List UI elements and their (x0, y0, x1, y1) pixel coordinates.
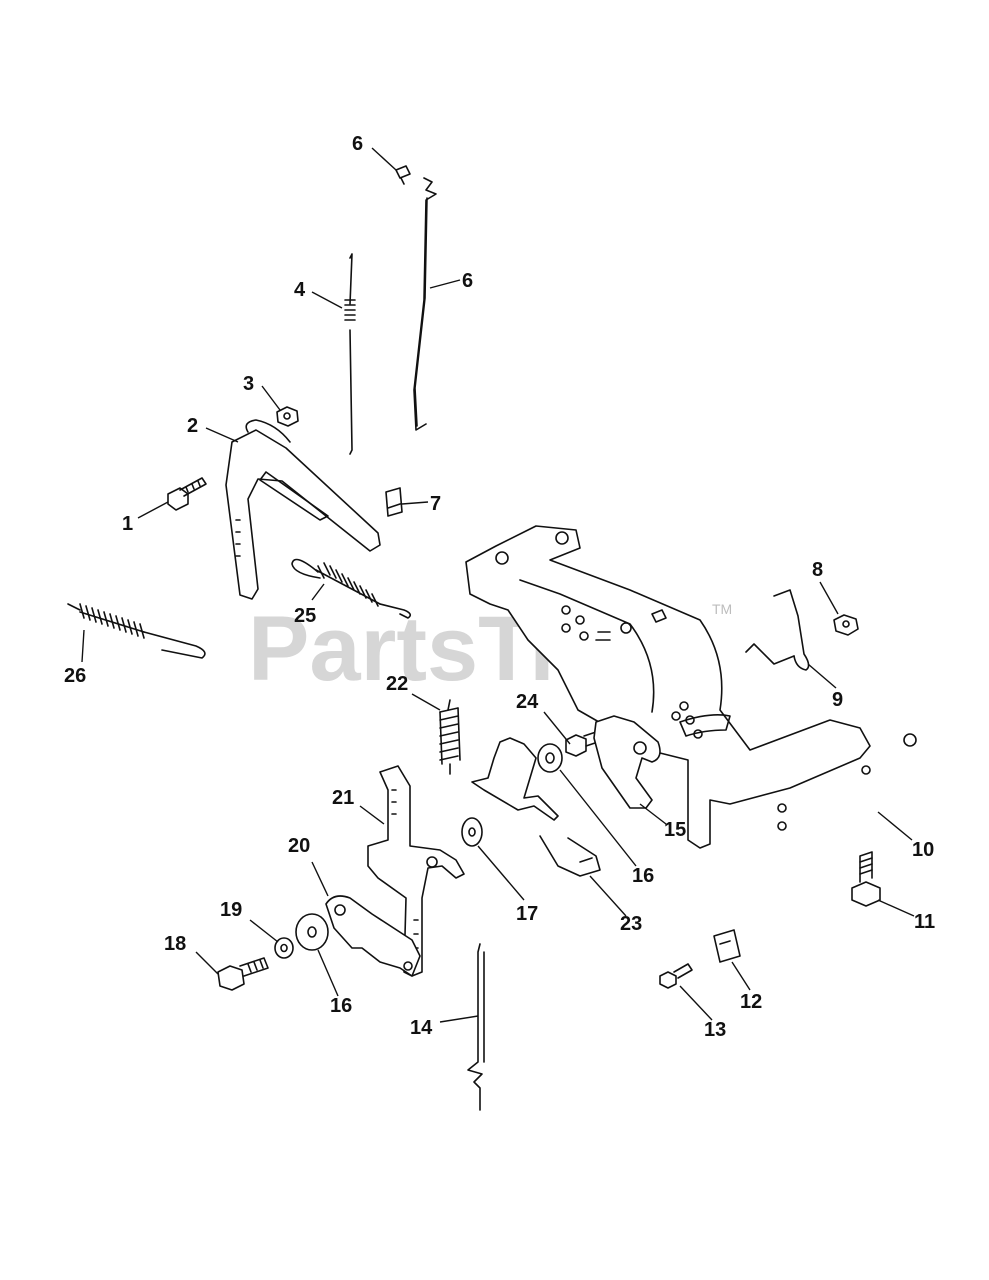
part-19-washer (274, 937, 294, 959)
part-1-bolt (167, 477, 207, 511)
part-3-nut (276, 406, 299, 427)
callout-12[interactable]: 12 (740, 991, 762, 1013)
part-22-spring (439, 699, 461, 775)
part-23-bracket (471, 737, 601, 877)
part-16-washer-lower (295, 913, 329, 951)
part-7-clip (385, 487, 403, 517)
callout-15[interactable]: 15 (664, 819, 686, 841)
callout-26[interactable]: 26 (64, 665, 86, 687)
callout-22[interactable]: 22 (386, 673, 408, 695)
callout-4[interactable]: 4 (294, 279, 306, 301)
part-25-spring (291, 558, 412, 619)
part-17-washer (461, 817, 483, 847)
part-14-rod (467, 943, 485, 1111)
callout-11[interactable]: 11 (914, 911, 935, 933)
part-18-bolt (217, 957, 269, 991)
callout-13[interactable]: 13 (704, 1019, 726, 1041)
part-16-washer-upper (537, 743, 563, 773)
callout-10[interactable]: 10 (912, 839, 934, 861)
leader-lines (81, 147, 915, 1023)
callout-14[interactable]: 14 (410, 1017, 433, 1039)
watermark-trademark: TM (712, 601, 732, 617)
part-15-arm (593, 715, 661, 809)
part-5-screw (395, 165, 411, 185)
part-13-screw (659, 963, 693, 989)
part-2-bracket (225, 419, 381, 600)
part-21-lever (367, 765, 465, 977)
callout-8[interactable]: 8 (812, 559, 823, 581)
callout-25[interactable]: 25 (294, 605, 316, 627)
part-11-bolt (851, 851, 881, 907)
part-9-wire-spring (745, 589, 810, 671)
callout-18[interactable]: 18 (164, 933, 186, 955)
callout-7[interactable]: 7 (430, 493, 441, 515)
callout-9[interactable]: 9 (832, 689, 843, 711)
part-8-nut (833, 614, 859, 636)
callout-24[interactable]: 24 (516, 691, 539, 713)
callout-16-upper[interactable]: 16 (632, 865, 654, 887)
part-26-spring (67, 603, 206, 659)
callout-21[interactable]: 21 (332, 787, 354, 809)
callout-2[interactable]: 2 (187, 415, 198, 437)
callout-1[interactable]: 1 (122, 513, 133, 535)
part-6-rod (413, 177, 437, 431)
part-20-plate (325, 895, 421, 977)
callout-6[interactable]: 6 (462, 270, 473, 292)
callout-20[interactable]: 20 (288, 835, 310, 857)
callout-16-lower[interactable]: 16 (330, 995, 352, 1017)
callout-19[interactable]: 19 (220, 899, 242, 921)
callout-5[interactable]: 6 (352, 133, 363, 155)
part-12-clip (713, 929, 741, 963)
callout-23[interactable]: 23 (620, 913, 642, 935)
callout-3[interactable]: 3 (243, 373, 254, 395)
part-4-cable (344, 253, 356, 455)
callout-17[interactable]: 17 (516, 903, 538, 925)
